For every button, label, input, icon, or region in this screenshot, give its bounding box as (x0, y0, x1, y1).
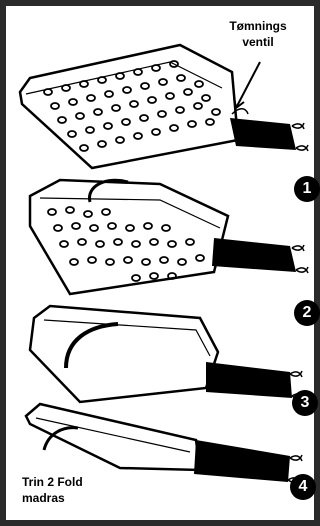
strap-4 (194, 440, 290, 482)
strap-1 (230, 118, 296, 150)
step-caption: Trin 2 Fold madras (22, 474, 132, 506)
valve-callout: Tømnings ventil (218, 18, 298, 50)
step-badge-3: 3 (292, 390, 318, 416)
step-badge-4: 4 (290, 474, 316, 500)
strap-3 (206, 362, 292, 398)
mattress-panel-1 (20, 45, 308, 168)
mattress-panel-3 (30, 306, 304, 402)
callout-line-1: Tømnings (218, 18, 298, 34)
step-badge-1: 1 (294, 176, 320, 202)
mattress-panel-4 (26, 404, 302, 483)
mattress-panel-2 (30, 180, 308, 294)
callout-arrow (236, 62, 260, 108)
caption-line-1: Trin 2 Fold (22, 474, 132, 490)
step-badge-2: 2 (294, 300, 320, 326)
callout-line-2: ventil (218, 34, 298, 50)
caption-line-2: madras (22, 490, 132, 506)
strap-2 (212, 238, 296, 272)
